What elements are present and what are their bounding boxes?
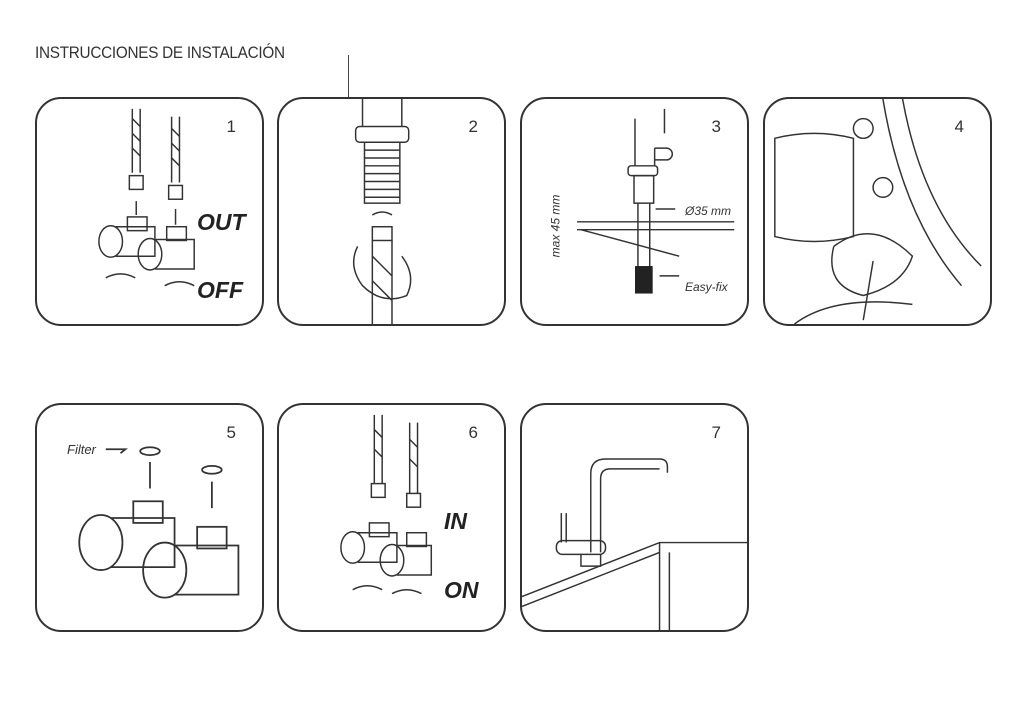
step-6-panel: 6 IN ON [277,403,506,632]
diameter-label: Ø35 mm [685,204,732,218]
easyfix-label: Easy-fix [685,280,728,294]
divider-line [348,55,349,97]
installed-tap-illustration [522,458,747,630]
step-number: 4 [954,117,964,136]
out-label: OUT [197,209,246,235]
step-number: 3 [711,117,721,136]
step-1-panel: 1 OUT OFF [35,97,264,326]
step-3-panel: 3 Ø35 mm Easy-fix max 45 mm [520,97,749,326]
hose-connect-illustration [352,99,412,324]
filter-removal-illustration [774,99,982,324]
step-number: 7 [711,423,721,442]
filter-insert-illustration [78,446,240,599]
in-label: IN [444,508,467,534]
page-title: INSTRUCCIONES DE INSTALACIÓN [35,43,285,62]
max-depth-label: max 45 mm [548,194,563,258]
off-label: OFF [197,277,243,303]
filter-label: Filter [67,442,96,457]
step-number: 1 [226,117,236,136]
on-label: ON [444,577,479,603]
step-5-panel: 5 Filter [35,403,264,632]
step-number: 6 [468,423,478,442]
step-7-panel: 7 [520,403,749,632]
tap-mounting-illustration [577,108,735,294]
step-4-panel: 4 [763,97,992,326]
step-number: 2 [468,117,478,136]
valve-disconnect-illustration [98,108,195,287]
step-number: 5 [226,423,236,442]
valve-connect-illustration [340,414,433,595]
step-2-panel: 2 [277,97,506,326]
